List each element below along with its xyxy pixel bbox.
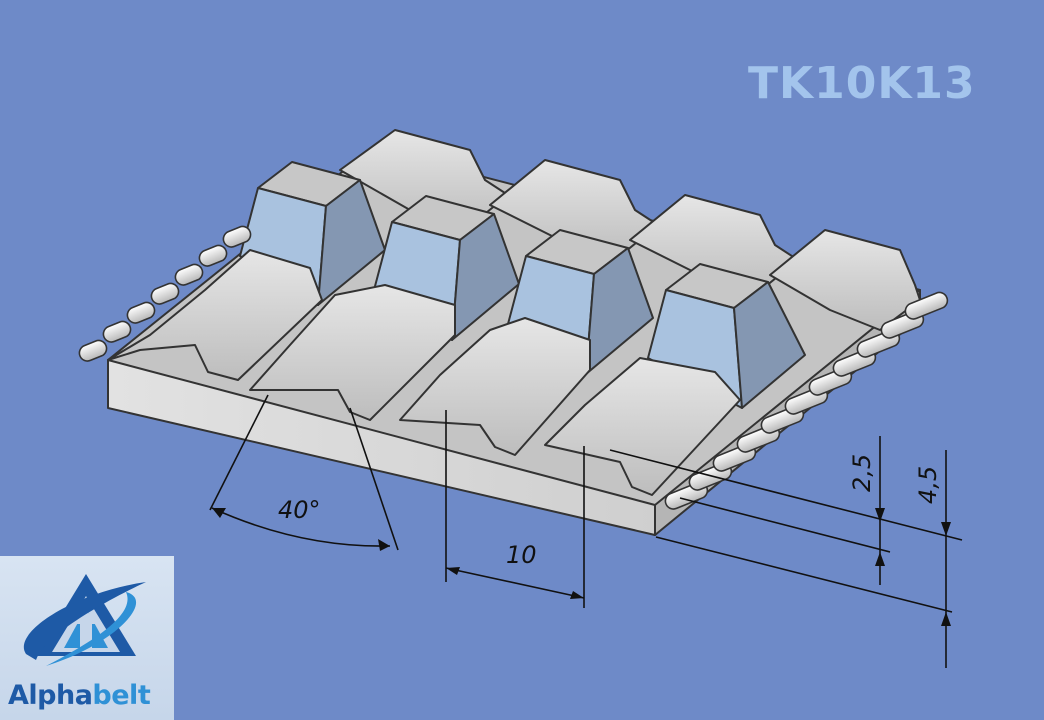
- cord-pin-left: [222, 225, 252, 248]
- cord-pins: [78, 225, 949, 510]
- brand-name: Alphabelt: [8, 680, 151, 711]
- dimension-lines: [209, 394, 963, 668]
- brand-name-part1: Alpha: [8, 680, 93, 711]
- product-title: TK10K13: [748, 58, 976, 109]
- back-teeth: [339, 129, 921, 331]
- total-height-label: 4,5: [914, 466, 942, 504]
- pitch-label: 10: [506, 541, 537, 569]
- cord-pin-right: [904, 291, 949, 320]
- alphabelt-logo-icon: [23, 574, 146, 666]
- brand-name-part2: belt: [92, 680, 151, 711]
- cord-pin-left: [102, 320, 132, 343]
- cord-pin-left: [78, 339, 108, 362]
- cord-pin-left: [198, 244, 228, 267]
- angle-label: 40°: [278, 496, 321, 524]
- belt-thickness-label: 2,5: [848, 454, 876, 492]
- front-teeth: [107, 249, 741, 496]
- logo-panel: Alphabelt: [0, 556, 174, 720]
- cord-pin-left: [126, 301, 156, 324]
- cord-pin-left: [150, 282, 180, 305]
- cord-pin-left: [174, 263, 204, 286]
